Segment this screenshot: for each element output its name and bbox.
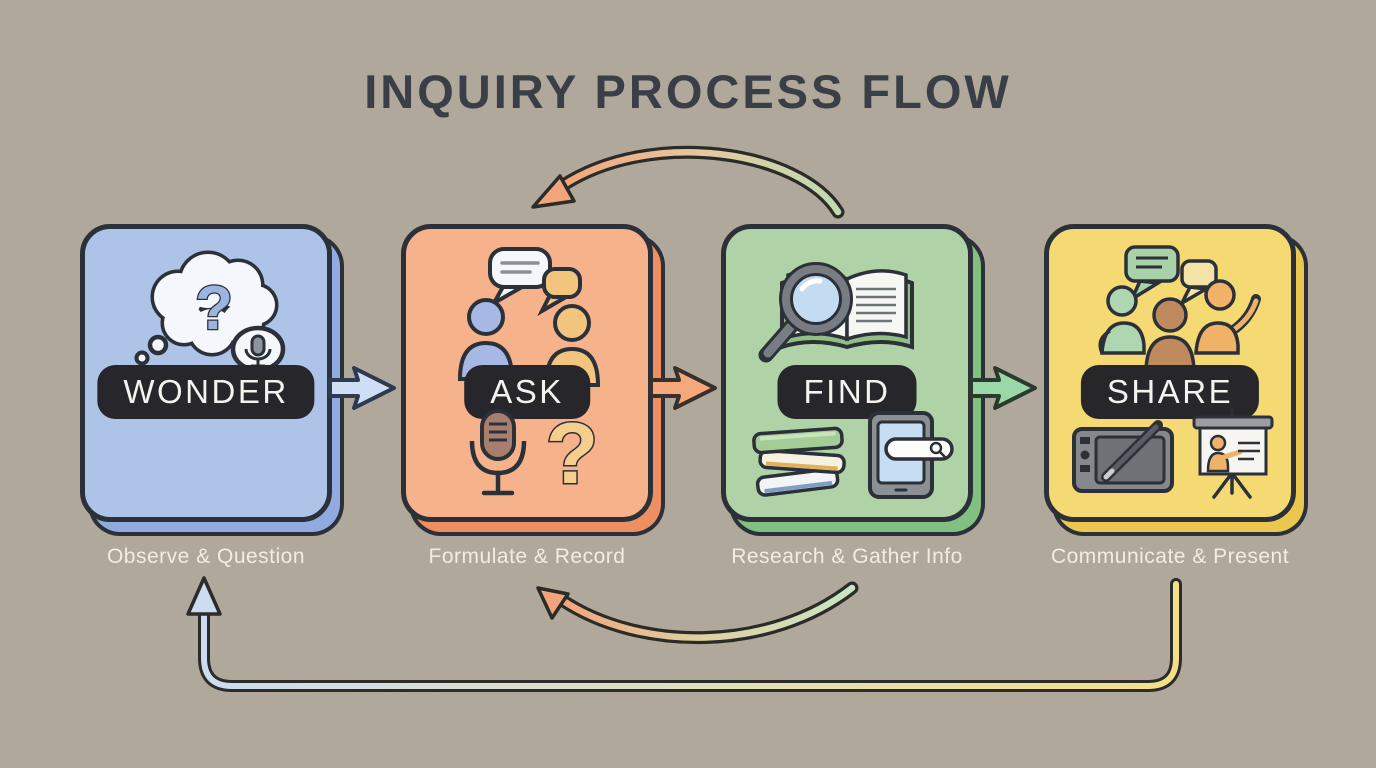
stage-card-wonder: ? WONDER bbox=[80, 224, 332, 522]
loop-arc-bottom bbox=[536, 581, 859, 645]
share-bottom-icons bbox=[1072, 408, 1274, 499]
book-stack-icon bbox=[752, 426, 846, 497]
subtitle-ask: Formulate & Record bbox=[428, 545, 626, 568]
stage-label-find: FIND bbox=[777, 365, 917, 419]
loop-arc-top bbox=[531, 145, 845, 219]
thought-cloud-question-icon: ? bbox=[134, 250, 286, 383]
stage-label-share: SHARE bbox=[1080, 365, 1260, 419]
find-bottom-icons bbox=[752, 411, 954, 499]
arrow-find-to-share bbox=[969, 366, 1037, 410]
stage-label-wonder: WONDER bbox=[97, 365, 315, 419]
question-mark-icon: ? bbox=[546, 407, 599, 502]
stage-card-find: FIND bbox=[721, 224, 973, 522]
microphone-icon bbox=[469, 409, 527, 496]
subtitle-wonder: Observe & Question bbox=[106, 545, 306, 568]
subtitle-find: Research & Gather Info bbox=[731, 545, 963, 568]
tablet-search-icon bbox=[868, 411, 954, 499]
presentation-easel-icon bbox=[1192, 408, 1274, 499]
arrow-ask-to-find bbox=[649, 366, 717, 410]
return-line-share-to-wonder bbox=[186, 576, 1182, 692]
subtitle-share: Communicate & Present bbox=[1050, 545, 1290, 568]
stage-label-ask: ASK bbox=[464, 365, 590, 419]
stage-card-share: SHARE bbox=[1044, 224, 1296, 522]
group-discussion-icon bbox=[1098, 245, 1261, 375]
page-title: INQUIRY PROCESS FLOW bbox=[364, 65, 1012, 118]
stage-card-ask: ASK ? bbox=[401, 224, 653, 522]
svg-text:?: ? bbox=[195, 274, 233, 343]
drawing-tablet-pen-icon bbox=[1072, 420, 1174, 493]
arrow-wonder-to-ask bbox=[328, 366, 396, 410]
ask-bottom-icons: ? bbox=[469, 407, 600, 503]
magnifier-open-book-icon bbox=[758, 262, 914, 363]
